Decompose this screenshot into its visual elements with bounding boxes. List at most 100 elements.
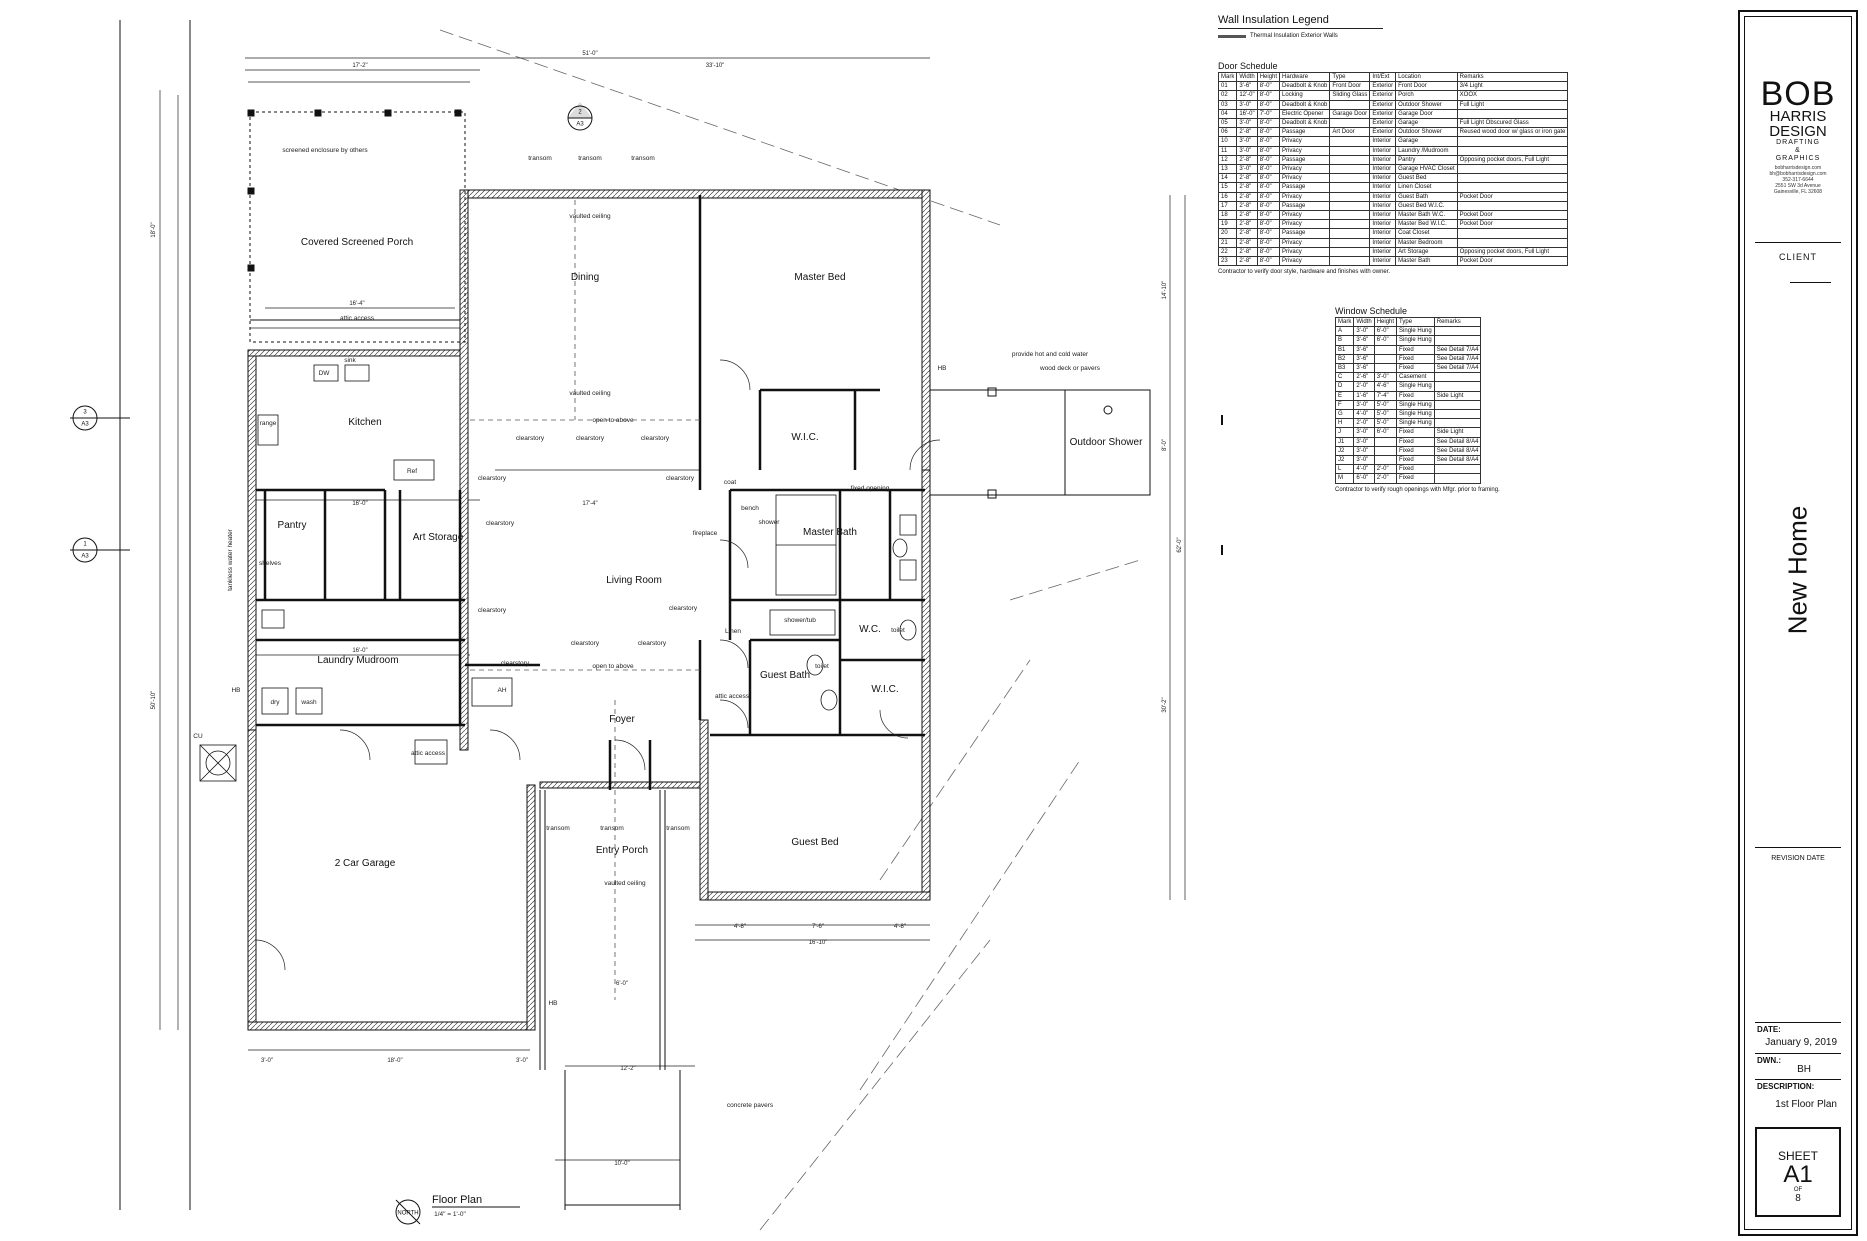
- window-schedule-cell: Single Hung: [1396, 409, 1435, 420]
- window-schedule-cell: 2'-0": [1373, 473, 1398, 484]
- contact-email: bh@bobharrisdesign.com: [1769, 171, 1827, 177]
- door-schedule-cell: 8'-0": [1256, 81, 1281, 92]
- logo-bob: BOB: [1760, 75, 1836, 113]
- door-schedule-cell: Privacy: [1279, 164, 1331, 175]
- room-living: Living Room: [606, 575, 662, 586]
- sheet-number-box: SHEET A1 OF 8: [1755, 1127, 1841, 1217]
- svg-text:A3: A3: [81, 554, 89, 560]
- svg-text:2: 2: [578, 110, 582, 116]
- door-schedule-cell: 3'-0": [1236, 118, 1258, 129]
- window-schedule-cell: 1'-6": [1353, 390, 1375, 401]
- door-schedule-cell: [1329, 210, 1371, 221]
- room-foyer: Foyer: [609, 714, 635, 725]
- door-schedule-cell: Art Door: [1329, 127, 1371, 138]
- door-schedule-cell: Porch: [1395, 90, 1458, 101]
- door-schedule-cell: 3'-6": [1236, 81, 1258, 92]
- outdoor-shower-deck: [930, 387, 1151, 499]
- client-label: CLIENT: [1778, 252, 1817, 262]
- contact-city: Gainesville, FL 32608: [1773, 189, 1823, 195]
- window-schedule-cell: Fixed: [1396, 445, 1435, 457]
- door-schedule-cell: 3'-0": [1236, 164, 1258, 175]
- door-schedule-header-cell: Remarks: [1456, 71, 1569, 83]
- window-schedule-cell: 4'-0": [1353, 464, 1375, 475]
- window-schedule-cell: 3'-6": [1353, 353, 1375, 365]
- window-schedule-cell: A: [1334, 326, 1355, 337]
- svg-text:51'-0": 51'-0": [582, 51, 597, 57]
- door-schedule-cell: Interior: [1369, 256, 1397, 267]
- door-schedule-cell: Master Bath: [1395, 256, 1458, 267]
- svg-text:transom: transom: [546, 825, 569, 832]
- door-schedule-cell: Passage: [1279, 182, 1331, 193]
- svg-text:transom: transom: [666, 825, 689, 832]
- door-schedule-header-cell: Mark: [1217, 71, 1238, 83]
- window-schedule-cell: 4'-0": [1353, 409, 1375, 420]
- door-schedule-cell: Reused wood door w/ glass or iron gate: [1456, 127, 1569, 138]
- svg-text:open to above: open to above: [592, 663, 634, 670]
- window-schedule-cell: 3'-0": [1353, 436, 1375, 447]
- reference-lines: [119, 20, 191, 1210]
- door-schedule-cell: Garage Door: [1395, 108, 1458, 120]
- door-schedule-cell: Opposing pocket doors, Full Light: [1456, 246, 1569, 258]
- window-schedule-cell: Fixed: [1396, 464, 1435, 475]
- interior-walls: [256, 195, 925, 790]
- door-schedule-cell: Exterior: [1369, 99, 1397, 110]
- insulation-swatch: [1218, 34, 1246, 38]
- contact-web: bobharrisdesign.com: [1774, 165, 1822, 171]
- door-schedule-cell: Interior: [1369, 219, 1397, 230]
- window-schedule-cell: Side Light: [1433, 427, 1482, 438]
- room-master-bath: Master Bath: [803, 527, 857, 538]
- door-schedule-cell: Guest Bed W.I.C.: [1395, 200, 1458, 212]
- door-schedule-cell: Privacy: [1279, 145, 1331, 156]
- door-schedule-cell: Guest Bed: [1395, 173, 1458, 184]
- window-schedule-cell: J: [1334, 427, 1355, 438]
- window-schedule-cell: Casement: [1396, 372, 1435, 383]
- door-schedule-cell: Interior: [1369, 191, 1397, 202]
- door-schedule-cell: 8'-0": [1256, 256, 1281, 267]
- window-schedule-cell: G: [1334, 409, 1355, 420]
- door-schedule-cell: Sliding Glass: [1329, 90, 1371, 101]
- svg-text:vaulted ceiling: vaulted ceiling: [569, 390, 611, 397]
- window-schedule-cell: [1373, 436, 1398, 447]
- door-schedule-header-cell: Hardware: [1279, 71, 1331, 83]
- door-schedule-cell: 11: [1217, 145, 1238, 156]
- company-logo: BOB HARRIS DESIGN DRAFTING & GRAPHICS bo…: [1745, 75, 1851, 195]
- window-schedule-cell: Fixed: [1396, 390, 1435, 401]
- door-schedule-cell: [1456, 200, 1569, 212]
- separator: [1755, 1079, 1841, 1080]
- room-fireplace: fireplace: [693, 530, 718, 537]
- window-schedule-header-cell: Height: [1373, 316, 1398, 328]
- room-laundry: Laundry Mudroom: [317, 655, 398, 666]
- window-schedule-cell: [1433, 464, 1482, 475]
- dimension-lines: [159, 57, 1186, 1161]
- window-schedule-cell: [1433, 326, 1482, 337]
- date-value: January 9, 2019: [1765, 1037, 1837, 1048]
- door-schedule-cell: 8'-0": [1256, 136, 1281, 147]
- door-schedule-cell: 10: [1217, 136, 1238, 147]
- window-schedule-cell: 6'-0": [1373, 326, 1398, 337]
- door-schedule-cell: Interior: [1369, 154, 1397, 166]
- window-schedule-cell: H: [1334, 418, 1355, 429]
- door-schedule-cell: 19: [1217, 219, 1238, 230]
- svg-text:clearstory: clearstory: [571, 640, 600, 647]
- window-schedule-cell: C: [1334, 372, 1355, 383]
- door-schedule-cell: 16'-0": [1236, 108, 1258, 120]
- window-schedule-cell: See Detail 7/A4: [1433, 344, 1482, 355]
- svg-text:clearstory: clearstory: [638, 640, 667, 647]
- door-schedule-cell: Coat Closet: [1395, 228, 1458, 239]
- door-schedule-cell: Linen Closet: [1395, 182, 1458, 193]
- door-schedule-cell: 2'-8": [1236, 219, 1258, 230]
- svg-text:8'-0": 8'-0": [1162, 439, 1168, 451]
- room-wic-guest: W.I.C.: [871, 684, 898, 695]
- window-schedule-cell: 6'-0": [1353, 473, 1375, 484]
- svg-text:50'-10": 50'-10": [151, 691, 157, 710]
